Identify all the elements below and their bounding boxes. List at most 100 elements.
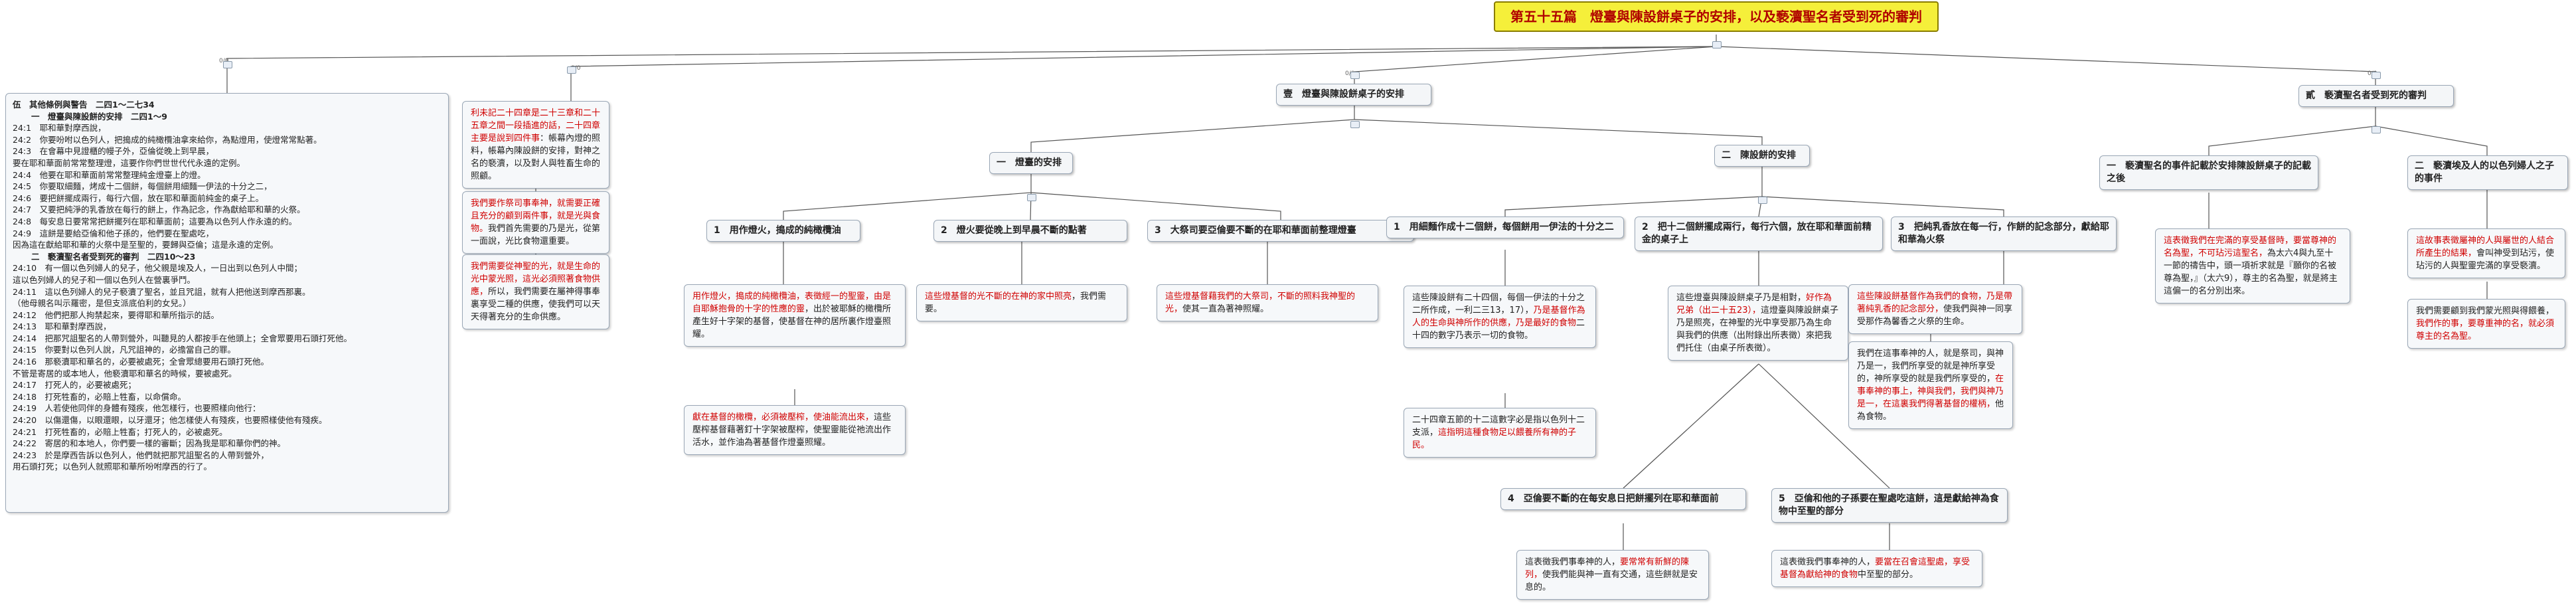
lampstand-point-3[interactable]: 3 大祭司要亞倫要不斷的在耶和華面前整理燈臺: [1147, 220, 1414, 242]
connector: [1716, 46, 2376, 85]
outline-line: 24:15 你要對以色列人說，凡咒詛神的，必擔當自己的罪。: [13, 345, 236, 355]
red-text: 這些陳設餅基督作為我們的食物，乃是帶著純乳香的記念部分，: [1857, 292, 2013, 314]
connector: [1504, 166, 1763, 217]
intro-top-note: 利未記二十四章是二十三章和二十五章之間一段插進的話，二十四章主要是說到四件事：帳…: [462, 101, 609, 189]
collapse-toggle[interactable]: [1350, 72, 1360, 79]
connector: [1623, 363, 1759, 489]
outline-line: 24:16 那褻瀆耶和華名的，必要被處死；全會眾總要用石頭打死他。: [13, 357, 270, 367]
connector: [1761, 196, 2004, 217]
outline-line: 24:8 每安息日要常常把餅擺列在耶和華面前；這要為以色列人作永遠的約。: [13, 216, 297, 226]
text: 會叫神受到玷污，使玷污的人與聖靈完滿的享受褻瀆。: [2416, 248, 2555, 271]
showbread-point-4[interactable]: 4 亞倫要不斷的在每安息日把餅擺列在耶和華面前: [1500, 488, 1746, 510]
outline-line: 24:5 你要取細麵，烤成十二個餅，每個餅用細麵一伊法的十分之二，: [13, 181, 272, 192]
text: 這表徵我們事奉神的人，: [1525, 557, 1621, 567]
outline-line: 24:21 打死牲畜的，必賠上牲畜；打死人的，必被處死。: [13, 426, 228, 437]
branch-1-heading[interactable]: 壹 燈臺與陳設餅桌子的安排: [1276, 84, 1431, 106]
outline-line: 24:9 這餅是要給亞倫和他子孫的，他們要在聖處吃，: [13, 228, 214, 238]
outline-line: 24:10 有一個以色列婦人的兒子，他父親是埃及人，一日出到以色列人中間；: [13, 263, 303, 274]
connector: [226, 46, 1717, 93]
outline-line: 二 褻瀆聖名者受到死的審判 二四10～23: [31, 251, 196, 262]
text: 這些陳設餅有二十四個，每個一伊法的十分之二所作成，一利二三13，17），: [1412, 293, 1585, 315]
text: 中至聖的部分。: [1858, 570, 1919, 580]
light-note: 這些燈基督的光不斷的在神的家中照亮，我們需要。: [916, 284, 1127, 321]
outline-line: 24:19 人若使他同伴的身體有殘疾，他怎樣行，也要照樣向他行：: [13, 403, 261, 414]
sabbath-note: 這表徵我們事奉神的人，要常常有新鮮的陳列，使我們能與神一直有交通，這些餅就是安息…: [1516, 550, 1709, 600]
collapse-toggle[interactable]: [1758, 197, 1767, 204]
text: ，出於被耶穌的橄欖所產生好十字架的基督，使基督在神的居所裏作燈臺照耀。: [692, 304, 892, 339]
outline-line: 這以色列婦人的兒子和一個以色列人在營裏爭鬥。: [13, 274, 196, 285]
outline-line: 一 燈臺與陳設餅的安排 二四1～9: [31, 111, 167, 122]
text: 他為食物。: [1857, 399, 2004, 422]
collapse-toggle[interactable]: [1350, 121, 1360, 128]
outline-line: 24:12 他們把那人拘禁起來，要得耶和華所指示的話。: [13, 309, 220, 320]
lampstand-point-1[interactable]: 1 用作燈火，搗成的純橄欖油: [706, 220, 860, 242]
outline-line: 用石頭打死；以色列人就照耶和華所吩咐摩西的行了。: [13, 462, 212, 472]
two-rows-note: 這些燈臺與陳設餅桌子乃是相對，好作為兄弟（出二十五23），這燈臺與陳設餅桌子乃是…: [1668, 286, 1848, 361]
outline-line: 24:20 以傷還傷，以眼還眼，以牙還牙；他怎樣使人有殘疾，也要照樣使他有殘疾。: [13, 415, 327, 426]
collapse-toggle[interactable]: [223, 61, 232, 68]
outline-line: 24:13 耶和華對摩西說，: [13, 321, 112, 332]
showbread-heading[interactable]: 二 陳設餅的安排: [1714, 145, 1810, 167]
collapse-toggle[interactable]: [1712, 41, 1722, 48]
outline-line: （他母親名叫示羅密，是但支派底伯利的女兒。）: [13, 298, 191, 309]
lampstand-point-2[interactable]: 2 燈火要從晚上到早晨不斷的點著: [933, 220, 1127, 242]
outline-line: 24:2 你要吩咐以色列人，把搗成的純橄欖油拿來給你，為點燈用，使燈常常點著。: [13, 134, 322, 145]
text: 所以，我們需要在屬神得事奉裏享受二種的供應，使我們可以天天得著充分的生命供應。: [471, 287, 601, 322]
red-text: 這表徵我們在完滿的享受基督時，要當尊神的名為聖，不可玷污這聖名，: [2164, 236, 2337, 258]
collapse-toggle[interactable]: [2372, 126, 2381, 133]
lampstand-heading[interactable]: 一 燈臺的安排: [989, 152, 1073, 174]
text: 為太六4與九至十一節的禱告中，頭一項祈求就是『願你的名被尊為聖，』（太六9），尊…: [2164, 248, 2338, 296]
outline-line: 24:22 寄居的和本地人，你們要一樣的審斷；因為我是耶和華你們的神。: [13, 438, 286, 449]
root-title[interactable]: 第五十五篇 燈臺與陳設餅桌子的安排，以及褻瀆聖名者受到死的審判: [1494, 1, 1939, 32]
connector: [2375, 126, 2488, 155]
red-text: 好作為兄弟（出二十五23），: [1676, 293, 1832, 315]
red-text: 我們需要從神聖的光，就是生命的光中蒙光照，這光必須照著食物供應，: [471, 262, 601, 297]
collapse-toggle[interactable]: [2372, 72, 2381, 79]
collapse-toggle[interactable]: [567, 66, 576, 74]
collapse-toggle[interactable]: [1027, 194, 1036, 201]
outline-line: 伍 其他條例與警告 二四1～二七34: [13, 100, 155, 110]
intro-mid-note: 我們要作祭司事奉神，就需要正確且充分的顧到兩件事，就是光與食物。我們首先需要的乃…: [462, 191, 609, 254]
branch-2-heading[interactable]: 貳 褻瀆聖名者受到死的審判: [2298, 85, 2454, 107]
mixture-note: 這故事表徵屬神的人與屬世的人結合所產生的結果，會叫神受到玷污，使玷污的人與聖靈完…: [2407, 228, 2565, 278]
outline-line: 24:11 這以色列婦人的兒子褻瀆了聖名，並且咒詛，就有人把他送到摩西那裏。: [13, 286, 311, 297]
outline-line: 要在耶和華面前常常整理燈，這要作你們世世代代永遠的定例。: [13, 157, 246, 168]
text: 這些燈臺與陳設餅桌子乃是相對，: [1676, 293, 1807, 303]
holy-place-note: 這表徵我們事奉神的人，要當在召會這聖處，享受基督為獻給神的食物中至聖的部分。: [1771, 550, 1982, 587]
red-text: 利未記二十四章是二十三章和二十五章之間一段插進的話，二十四章主要是說到四件事: [471, 108, 601, 143]
showbread-point-5[interactable]: 5 亞倫和他的子孫要在聖處吃這餅，這是獻給神為食物中至聖的部分: [1771, 488, 2008, 523]
outline-line: 24:6 要把餅擺成兩行，每行六個，放在耶和華面前純金的桌子上。: [13, 193, 264, 203]
outline-line: 24:23 於是摩西告訴以色列人，他們就把那咒詛聖名的人帶到營外，: [13, 450, 270, 460]
outline-line: 24:1 耶和華對摩西說，: [13, 123, 106, 133]
connector: [1758, 363, 1890, 489]
twelve-tribes-note: 二十四章五節的十二這數字必是指以色列十二支派，這指明這種食物足以餵養所有神的子民…: [1404, 408, 1596, 458]
text: 使其一直為著神照耀。: [1182, 304, 1269, 314]
priests-one-note: 我們在這事奉神的人，就是祭司，與神乃是一，我們所享受的就是神所享受的，神所享受的…: [1848, 341, 2013, 429]
red-text: 要當在召會這聖處，享受基督為獻給神的食物: [1780, 557, 1971, 580]
outline-line: 24:18 打死牲畜的，必賠上牲畜，以命償命。: [13, 391, 187, 402]
showbread-point-2[interactable]: 2 把十二個餅擺成兩行，每行六個，放在耶和華面前精金的桌子上: [1635, 217, 1883, 251]
egyptian-son-heading[interactable]: 二 褻瀆埃及人的以色列婦人之子的事件: [2407, 155, 2568, 190]
twelve-loaves-note: 這些陳設餅有二十四個，每個一伊法的十分之二所作成，一利二三13，17），乃是基督…: [1404, 286, 1596, 348]
pressed-oil-note: 獻在基督的橄欖，必須被壓榨，使油能流出來，這些壓榨基督藉著釘十字架被壓榨，使聖靈…: [684, 405, 906, 455]
honor-name-note: 我們需要顧到我們蒙光照與得餵養，我們作的事，要尊重神的名，就必須尊主的名為聖。: [2407, 299, 2565, 349]
text: ，我們需要。: [925, 292, 1107, 314]
text: 我們首先需要的乃是光，從第一面說，光比食物還重要。: [471, 224, 601, 246]
text: 這表徵我們事奉神的人，: [1780, 557, 1876, 567]
red-text: 用作燈火，搗成的純橄欖油，表徵經一的聖靈，由是自耶穌抱骨的十字的性應的靈: [692, 292, 892, 314]
text: 這燈臺與陳設餅桌子乃是照亮，在神聖的光中享受那乃為生命與我們的供應（出附錄出所表…: [1676, 306, 1839, 341]
text: 這些壓榨基督藉著釘十字架被壓榨，使聖靈能從祂流出作活水，並作油為著基督作燈臺照耀…: [692, 412, 892, 448]
showbread-point-1[interactable]: 1 用細麵作成十二個餅，每個餅用一伊法的十分之二: [1386, 217, 1624, 238]
red-text: 乃是基督作為人的生命與神所作的供應，乃是最好的食物: [1412, 306, 1585, 328]
connector: [2208, 106, 2376, 155]
text: 使我們與神一同享受那作為馨香之火祭的生命。: [1857, 304, 2013, 327]
frankincense-note: 這些陳設餅基督作為我們的食物，乃是帶著純乳香的記念部分，使我們與神一同享受那作為…: [1848, 284, 2022, 334]
holy-name-heading[interactable]: 一 褻瀆聖名的事件記載於安排陳設餅桌子的記載之後: [2099, 155, 2318, 190]
red-text: 這些燈基督的光不斷的在神的家中照亮: [925, 292, 1072, 302]
showbread-point-3[interactable]: 3 把純乳香放在每一行，作餅的記念部分，獻給耶和華為火祭: [1891, 217, 2117, 251]
outline-line: 24:14 把那咒詛聖名的人帶到營外，叫聽見的人都按手在他頭上；全會眾要用石頭打…: [13, 333, 353, 343]
text: 我們需要顧到我們蒙光照與得餵養，: [2416, 306, 2555, 316]
connector: [783, 173, 1032, 220]
red-text: 要常常有新鮮的陳列，: [1525, 557, 1690, 580]
